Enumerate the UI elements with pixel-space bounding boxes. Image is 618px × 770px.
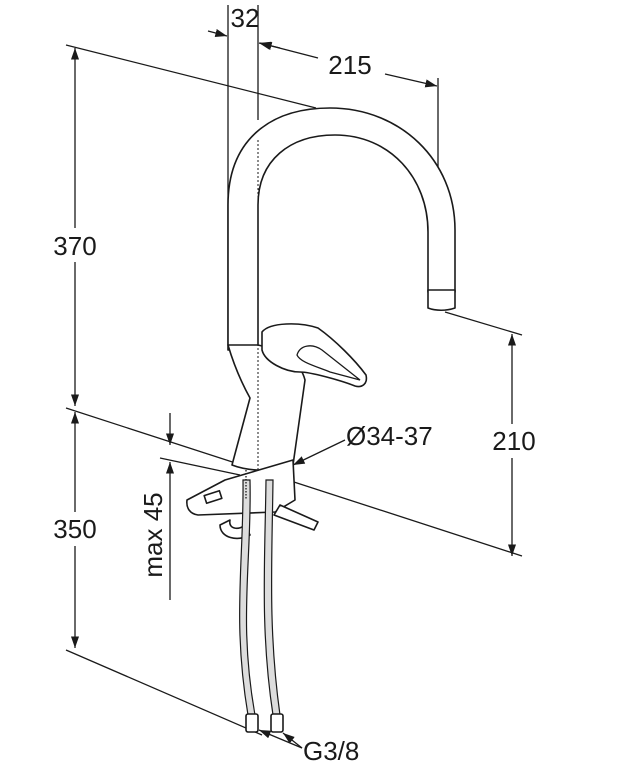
thread-label: G3/8 — [303, 736, 359, 766]
thread-callout: G3/8 — [258, 729, 359, 766]
hole-diameter-label: Ø34-37 — [346, 421, 433, 451]
spout — [227, 107, 456, 351]
hole-diameter-callout: Ø34-37 — [292, 421, 433, 466]
max-thickness-label: max 45 — [138, 492, 168, 577]
total-height-label: 370 — [53, 231, 96, 261]
dimension-32: 32 — [207, 3, 281, 50]
hose-left — [239, 479, 256, 716]
deck-thickness-callout: max 45 — [138, 413, 175, 600]
spout-nozzle — [427, 289, 456, 312]
faucet — [186, 107, 456, 733]
extension-lines — [65, 5, 523, 736]
lever-handle — [261, 323, 368, 388]
dimension-350: 350 — [50, 412, 105, 648]
dimension-370: 370 — [50, 48, 105, 406]
pipe-diameter-label: 32 — [231, 3, 260, 33]
below-deck-label: 350 — [53, 514, 96, 544]
spout-reach-label: 215 — [328, 50, 371, 80]
connector-left — [245, 713, 259, 733]
connector-right — [270, 713, 284, 733]
dimension-210: 210 — [486, 334, 542, 556]
spout-clearance-label: 210 — [492, 426, 535, 456]
dimension-215: 215 — [259, 41, 438, 88]
